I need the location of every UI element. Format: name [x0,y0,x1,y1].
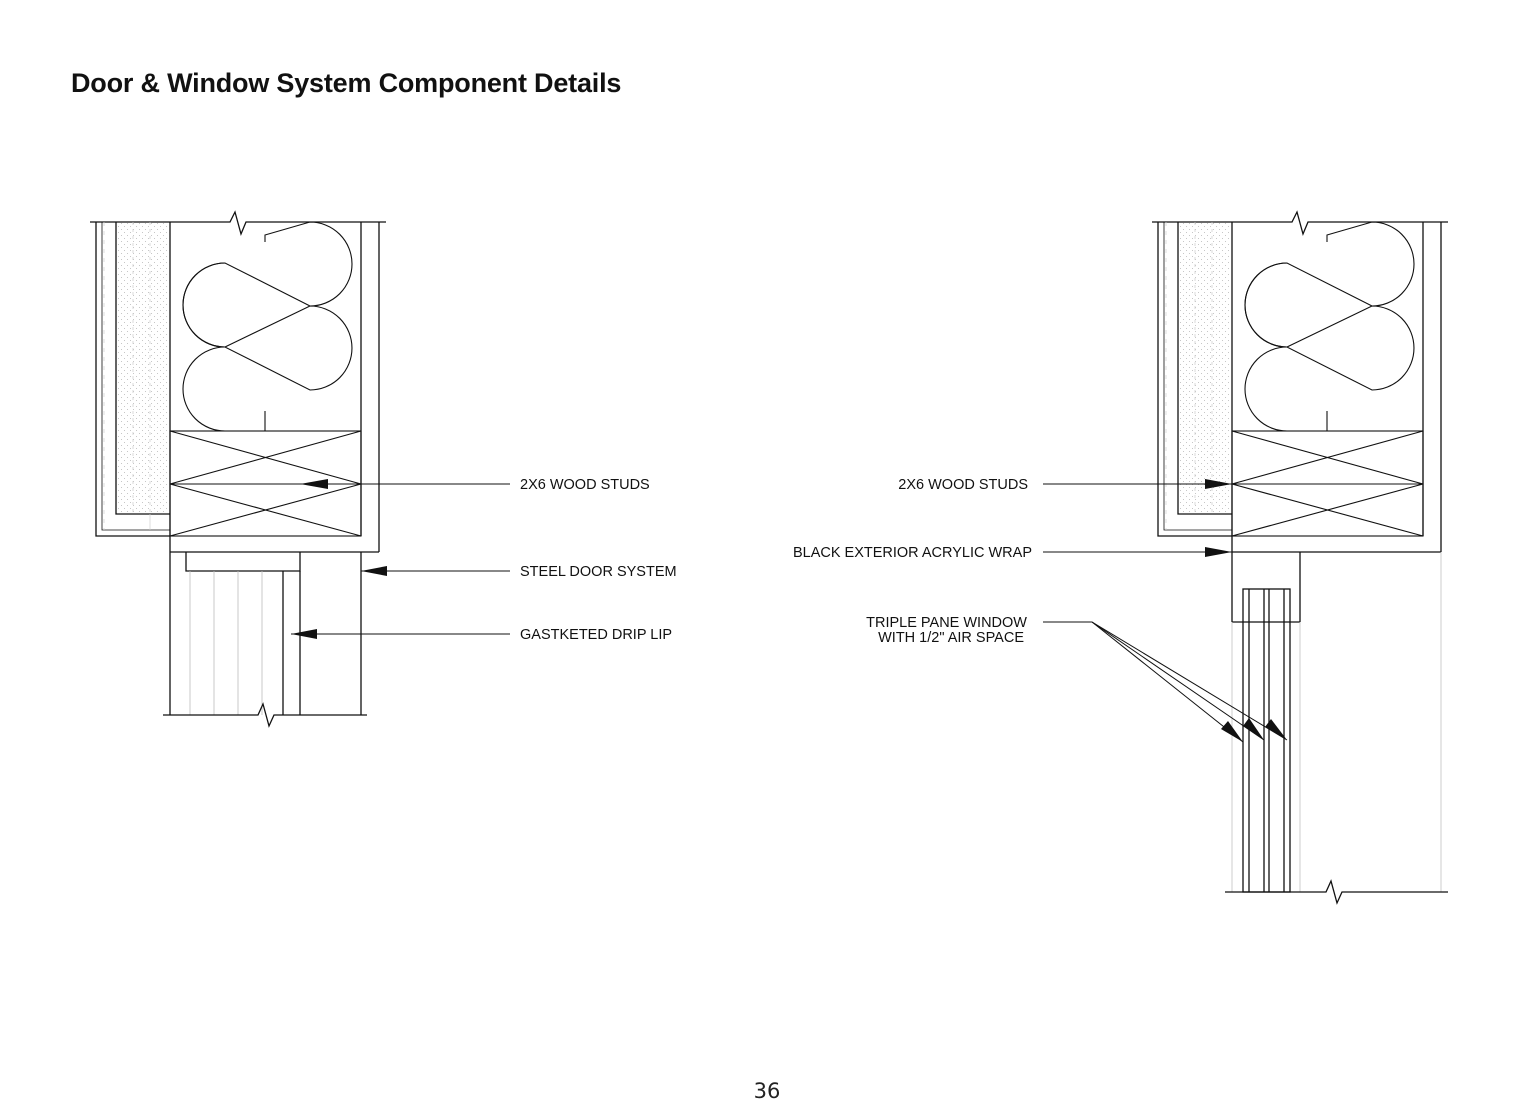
exterior-insulation-board [1179,222,1231,514]
page-title: Door & Window System Component Details [71,68,622,98]
batt-insulation [182,221,353,432]
door-detail [90,210,510,728]
break-line [1225,879,1448,905]
break-line [90,210,386,236]
page-number: 36 [753,1079,781,1103]
label-window-line1: TRIPLE PANE WINDOW [866,615,1027,631]
break-line [1152,210,1448,236]
batt-insulation [1244,221,1415,432]
window-detail [1043,210,1448,905]
label-studs: 2X6 WOOD STUDS [520,477,650,493]
label-studs: 2X6 WOOD STUDS [898,477,1028,493]
wood-stud-blocking [169,430,362,537]
label-steel-door: STEEL DOOR SYSTEM [520,564,677,580]
wood-stud-blocking [1231,430,1424,537]
break-line [163,702,367,728]
label-drip-lip: GASTKETED DRIP LIP [520,627,672,643]
acrylic-wrap [1232,551,1441,622]
exterior-insulation-board [117,222,169,514]
label-window-line2: WITH 1/2" AIR SPACE [878,630,1024,646]
triple-pane-window [1232,588,1300,893]
label-acrylic-wrap: BLACK EXTERIOR ACRYLIC WRAP [793,545,1032,561]
